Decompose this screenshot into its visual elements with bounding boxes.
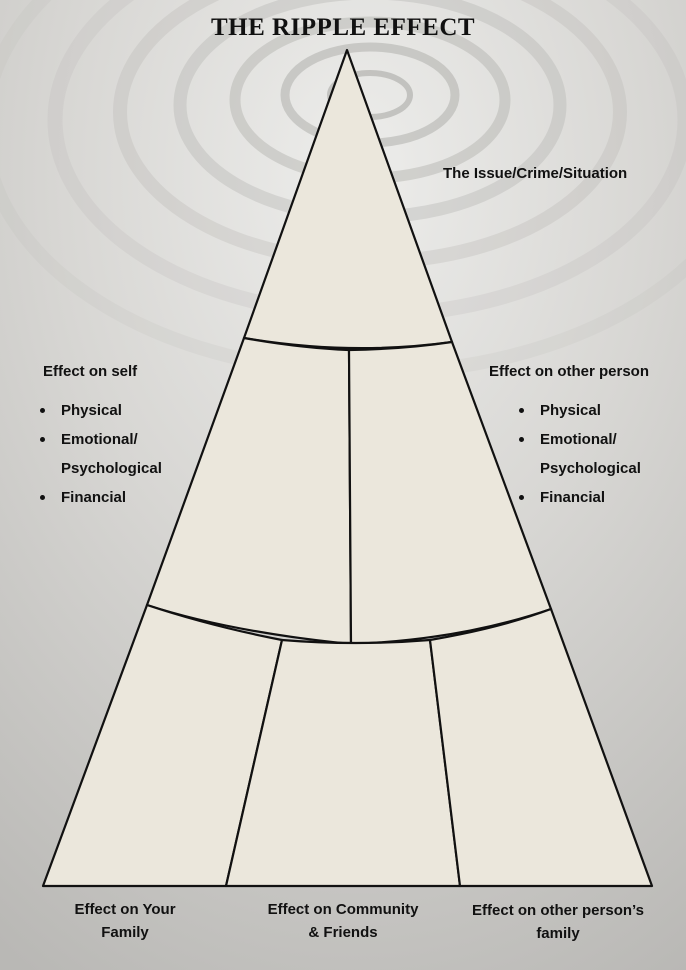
segment-issue <box>242 48 454 350</box>
other-family-label: Effect on other person’s family <box>458 901 658 944</box>
self-item-emotional: Emotional/ <box>39 425 162 454</box>
other-item-psychological: Psychological <box>540 460 641 477</box>
other-heading: Effect on other person <box>489 363 650 380</box>
self-item-financial: Financial <box>39 483 162 512</box>
page-title: THE RIPPLE EFFECT <box>210 14 476 41</box>
other-family-label-line1: Effect on other person’s <box>472 902 644 919</box>
self-heading: Effect on self <box>43 363 138 380</box>
self-effects-list: Physical Emotional/ Psychological Financ… <box>39 396 162 512</box>
other-item-emotional: Emotional/ <box>518 425 641 454</box>
other-effects-list: Physical Emotional/ Psychological Financ… <box>518 396 641 512</box>
self-item-physical: Physical <box>39 396 162 425</box>
segment-self <box>145 336 353 646</box>
family-label-line2: Family <box>101 924 149 941</box>
family-label: Effect on Your Family <box>40 900 210 943</box>
issue-label: The Issue/Crime/Situation <box>443 165 628 182</box>
other-item-physical: Physical <box>518 396 641 425</box>
self-item-psychological: Psychological <box>61 460 162 477</box>
community-label-line2: & Friends <box>308 924 378 941</box>
community-label: Effect on Community & Friends <box>243 900 443 943</box>
community-label-line1: Effect on Community <box>267 901 419 918</box>
family-label-line1: Effect on Your <box>74 901 176 918</box>
other-item-financial: Financial <box>518 483 641 512</box>
other-family-label-line2: family <box>536 925 580 942</box>
segment-other-family <box>428 607 654 888</box>
